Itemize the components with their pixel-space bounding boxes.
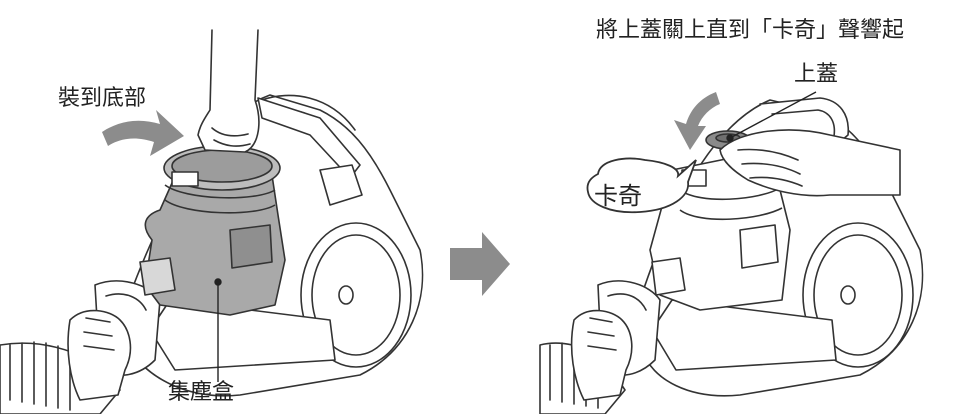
hand-pressing-lid xyxy=(719,129,901,197)
attach-to-bottom-label: 裝到底部 xyxy=(58,86,147,111)
top-lid-label: 上蓋 xyxy=(794,62,839,87)
instruction-label: 將上蓋關上直到「卡奇」聲響起 xyxy=(596,18,905,43)
dust-box-leader xyxy=(214,278,222,382)
curved-arrow-right-icon xyxy=(674,92,720,150)
right-arrow-icon xyxy=(450,232,510,296)
curved-arrow-left-icon xyxy=(102,110,184,156)
click-sound-label: 卡奇 xyxy=(594,182,642,210)
hand-top-left xyxy=(197,29,260,153)
dust-box-left xyxy=(139,145,286,316)
dust-box-label: 集塵盒 xyxy=(168,380,235,405)
speech-bubble xyxy=(586,157,697,214)
top-lid-leader xyxy=(726,91,817,142)
